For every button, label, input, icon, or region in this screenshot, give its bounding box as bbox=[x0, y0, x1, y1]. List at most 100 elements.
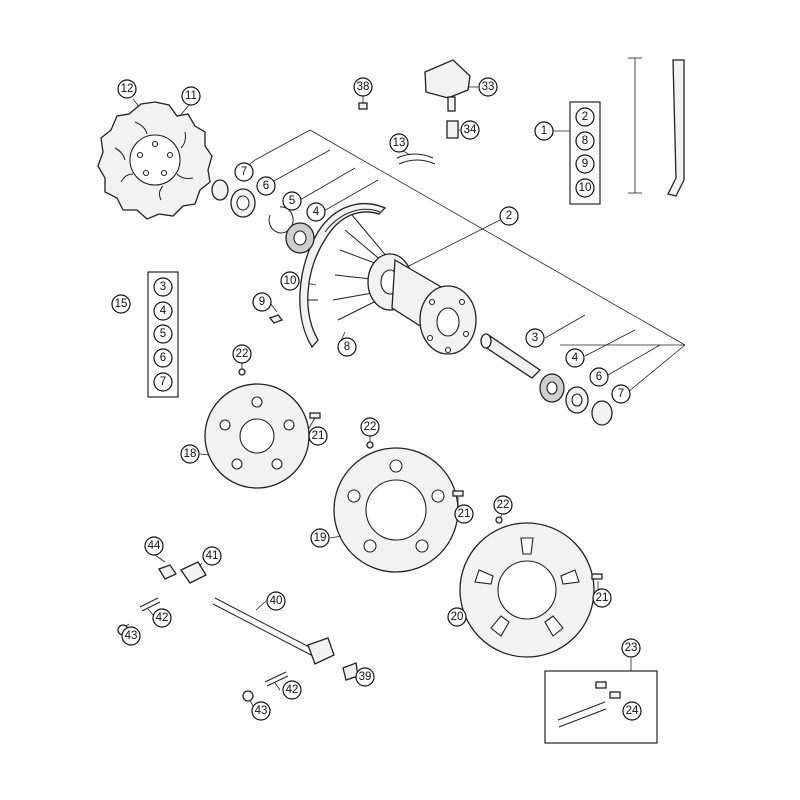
callout-22-c: 22 bbox=[493, 495, 513, 515]
callout-20: 20 bbox=[447, 607, 467, 627]
callout-7-left: 7 bbox=[234, 162, 254, 182]
callout-10-box1: 10 bbox=[575, 178, 595, 198]
brake-disc-part bbox=[97, 101, 213, 220]
axle-group bbox=[117, 561, 359, 702]
callout-5-box15: 5 bbox=[153, 324, 173, 344]
callout-21-a: 21 bbox=[308, 426, 328, 446]
callout-9: 9 bbox=[252, 292, 272, 312]
svg-text:3: 3 bbox=[160, 281, 166, 293]
callout-44: 44 bbox=[144, 536, 164, 556]
svg-text:44: 44 bbox=[148, 540, 161, 552]
svg-text:22: 22 bbox=[497, 499, 510, 511]
svg-text:6: 6 bbox=[596, 371, 602, 383]
svg-text:33: 33 bbox=[482, 81, 495, 93]
callout-7-box15: 7 bbox=[153, 372, 173, 392]
svg-text:7: 7 bbox=[618, 388, 624, 400]
callout-8-box1: 8 bbox=[575, 131, 595, 151]
svg-text:41: 41 bbox=[206, 550, 219, 562]
callout-10: 10 bbox=[280, 271, 300, 291]
callout-19: 19 bbox=[310, 528, 330, 548]
wheel-hub-part bbox=[367, 253, 477, 355]
svg-text:1: 1 bbox=[541, 125, 547, 137]
svg-text:11: 11 bbox=[185, 90, 197, 102]
callout-24: 24 bbox=[622, 701, 642, 721]
svg-text:2: 2 bbox=[506, 210, 512, 222]
callout-6-left: 6 bbox=[256, 176, 276, 196]
svg-text:21: 21 bbox=[596, 592, 609, 604]
callout-40: 40 bbox=[266, 591, 286, 611]
svg-text:13: 13 bbox=[393, 137, 406, 149]
callout-41: 41 bbox=[202, 546, 222, 566]
svg-text:34: 34 bbox=[464, 124, 477, 136]
svg-text:10: 10 bbox=[579, 182, 592, 194]
callout-7-right: 7 bbox=[611, 384, 631, 404]
svg-text:5: 5 bbox=[160, 328, 166, 340]
callout-9-box1: 9 bbox=[575, 154, 595, 174]
callout-39: 39 bbox=[355, 667, 375, 687]
callout-3-box15: 3 bbox=[153, 277, 173, 297]
svg-text:12: 12 bbox=[121, 83, 134, 95]
svg-text:9: 9 bbox=[259, 296, 265, 308]
svg-text:42: 42 bbox=[286, 684, 299, 696]
svg-text:24: 24 bbox=[626, 705, 639, 717]
bearing-set-left bbox=[211, 179, 315, 254]
callout-38: 38 bbox=[353, 77, 373, 97]
svg-text:43: 43 bbox=[125, 630, 138, 642]
callout-6-right: 6 bbox=[589, 367, 609, 387]
callout-1: 1 bbox=[534, 121, 554, 141]
callout-15: 15 bbox=[111, 294, 131, 314]
svg-text:22: 22 bbox=[364, 421, 377, 433]
svg-text:20: 20 bbox=[451, 611, 464, 623]
callout-21-c: 21 bbox=[592, 588, 612, 608]
callout-42-a: 42 bbox=[152, 608, 172, 628]
callout-2: 2 bbox=[499, 206, 519, 226]
svg-text:21: 21 bbox=[312, 430, 325, 442]
callout-6-box15: 6 bbox=[153, 348, 173, 368]
svg-text:15: 15 bbox=[115, 298, 128, 310]
callout-22-b: 22 bbox=[360, 417, 380, 437]
callout-5-left: 5 bbox=[282, 191, 302, 211]
svg-text:39: 39 bbox=[359, 671, 372, 683]
spoke-part bbox=[667, 59, 685, 197]
svg-text:43: 43 bbox=[255, 705, 268, 717]
callout-34: 34 bbox=[460, 120, 480, 140]
small-parts bbox=[268, 59, 471, 324]
callout-33: 33 bbox=[478, 77, 498, 97]
svg-text:8: 8 bbox=[344, 341, 350, 353]
callout-3-right: 3 bbox=[525, 328, 545, 348]
svg-text:23: 23 bbox=[625, 642, 638, 654]
svg-text:7: 7 bbox=[241, 166, 247, 178]
callout-8: 8 bbox=[337, 337, 357, 357]
svg-text:38: 38 bbox=[357, 81, 370, 93]
svg-text:40: 40 bbox=[270, 595, 283, 607]
svg-text:9: 9 bbox=[582, 158, 588, 170]
callout-4-box15: 4 bbox=[153, 301, 173, 321]
svg-text:18: 18 bbox=[184, 448, 197, 460]
wheel-rim-part bbox=[299, 203, 389, 349]
svg-text:5: 5 bbox=[289, 195, 295, 207]
callout-4-left: 4 bbox=[306, 202, 326, 222]
svg-text:4: 4 bbox=[572, 352, 579, 364]
svg-text:42: 42 bbox=[156, 612, 169, 624]
svg-text:6: 6 bbox=[263, 180, 269, 192]
svg-text:3: 3 bbox=[532, 332, 538, 344]
callout-21-b: 21 bbox=[454, 504, 474, 524]
sprocket-medium-part bbox=[333, 447, 459, 573]
callout-11: 11 bbox=[181, 86, 201, 106]
svg-text:7: 7 bbox=[160, 376, 166, 388]
callout-42-b: 42 bbox=[282, 680, 302, 700]
sprocket-large-part bbox=[459, 522, 595, 658]
callout-22-a: 22 bbox=[232, 344, 252, 364]
svg-text:4: 4 bbox=[160, 305, 167, 317]
svg-text:10: 10 bbox=[284, 275, 297, 287]
callout-23: 23 bbox=[621, 638, 641, 658]
svg-text:2: 2 bbox=[582, 111, 588, 123]
svg-text:21: 21 bbox=[458, 508, 471, 520]
bearing-set-right bbox=[480, 333, 613, 426]
sprocket-bolts bbox=[238, 368, 603, 580]
svg-text:8: 8 bbox=[582, 135, 588, 147]
callout-4-right: 4 bbox=[565, 348, 585, 368]
svg-text:22: 22 bbox=[236, 348, 249, 360]
callout-43-a: 43 bbox=[121, 626, 141, 646]
